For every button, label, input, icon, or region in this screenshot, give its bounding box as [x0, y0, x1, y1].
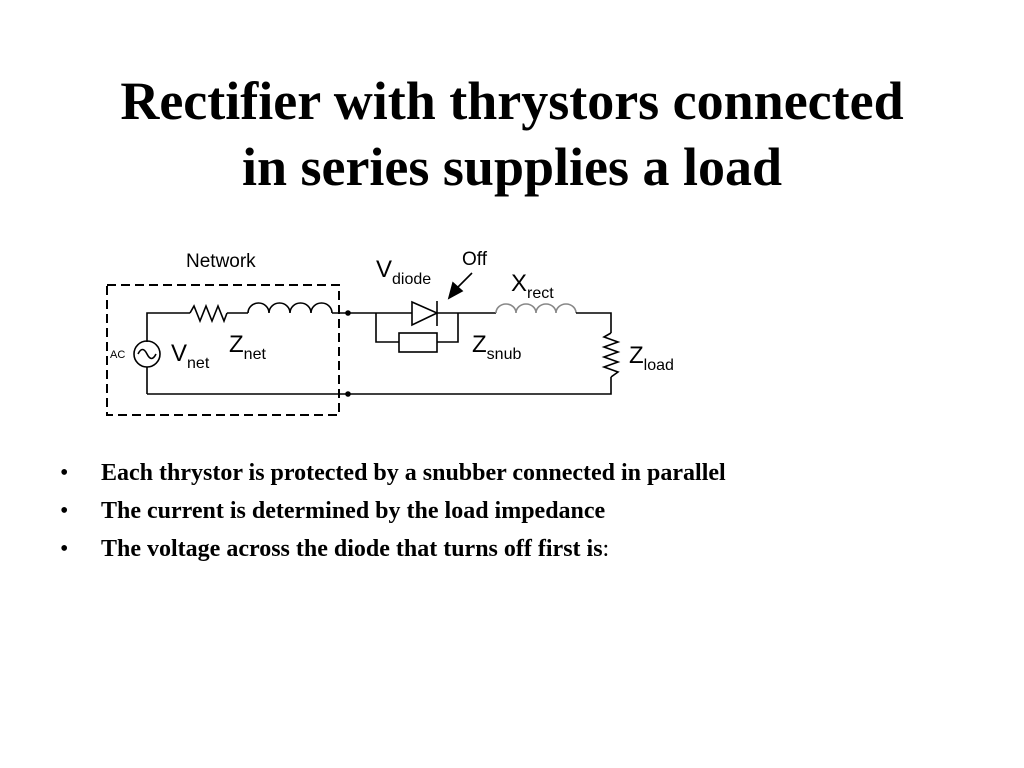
znet-label: Znet [229, 331, 266, 363]
xrect-label: Xrect [511, 270, 554, 302]
bottom-wire [147, 377, 612, 395]
slide-title: Rectifier with thrystors connected in se… [0, 68, 1024, 200]
bullet-text-2: The current is determined by the load im… [101, 498, 606, 524]
off-arrow-head [447, 281, 464, 300]
network-resistor [189, 303, 228, 324]
network-label: Network [186, 251, 256, 272]
network-inductor [247, 302, 333, 314]
bullet-item: • The current is determined by the load … [60, 494, 1000, 532]
off-arrow-line [457, 272, 473, 288]
vnet-label: Vnet [171, 340, 210, 372]
top-wire-left [146, 312, 190, 342]
title-line-2: in series supplies a load [241, 137, 783, 197]
thyristor-symbol [411, 300, 439, 327]
bullet-marker: • [60, 498, 69, 524]
zload-label: Zload [629, 342, 674, 374]
snubber-resistor [398, 332, 438, 353]
rect-inductor [495, 303, 577, 314]
off-label: Off [462, 249, 488, 270]
bullet-marker: • [60, 536, 69, 562]
bullet-text-3: The voltage across the diode that turns … [101, 536, 603, 562]
sine-icon [137, 348, 157, 360]
ac-label: AC [110, 349, 125, 361]
junction-dot-bottom [345, 391, 351, 397]
load-resistor [601, 332, 621, 378]
title-line-1: Rectifier with thrystors connected [120, 71, 904, 131]
zsnub-label: Zsnub [472, 331, 521, 363]
bullet-text-3-colon: : [602, 536, 610, 562]
bullet-marker: • [60, 460, 69, 486]
vdiode-label: Vdiode [376, 256, 431, 288]
bullet-text-1: Each thrystor is protected by a snubber … [101, 460, 726, 486]
bullet-item: • Each thrystor is protected by a snubbe… [60, 456, 1000, 494]
bullet-list: • Each thrystor is protected by a snubbe… [60, 456, 1000, 570]
snubber-branch [375, 313, 459, 343]
network-boundary [106, 284, 340, 416]
bullet-item: • The voltage across the diode that turn… [60, 532, 1000, 570]
junction-dot-top [345, 310, 351, 316]
